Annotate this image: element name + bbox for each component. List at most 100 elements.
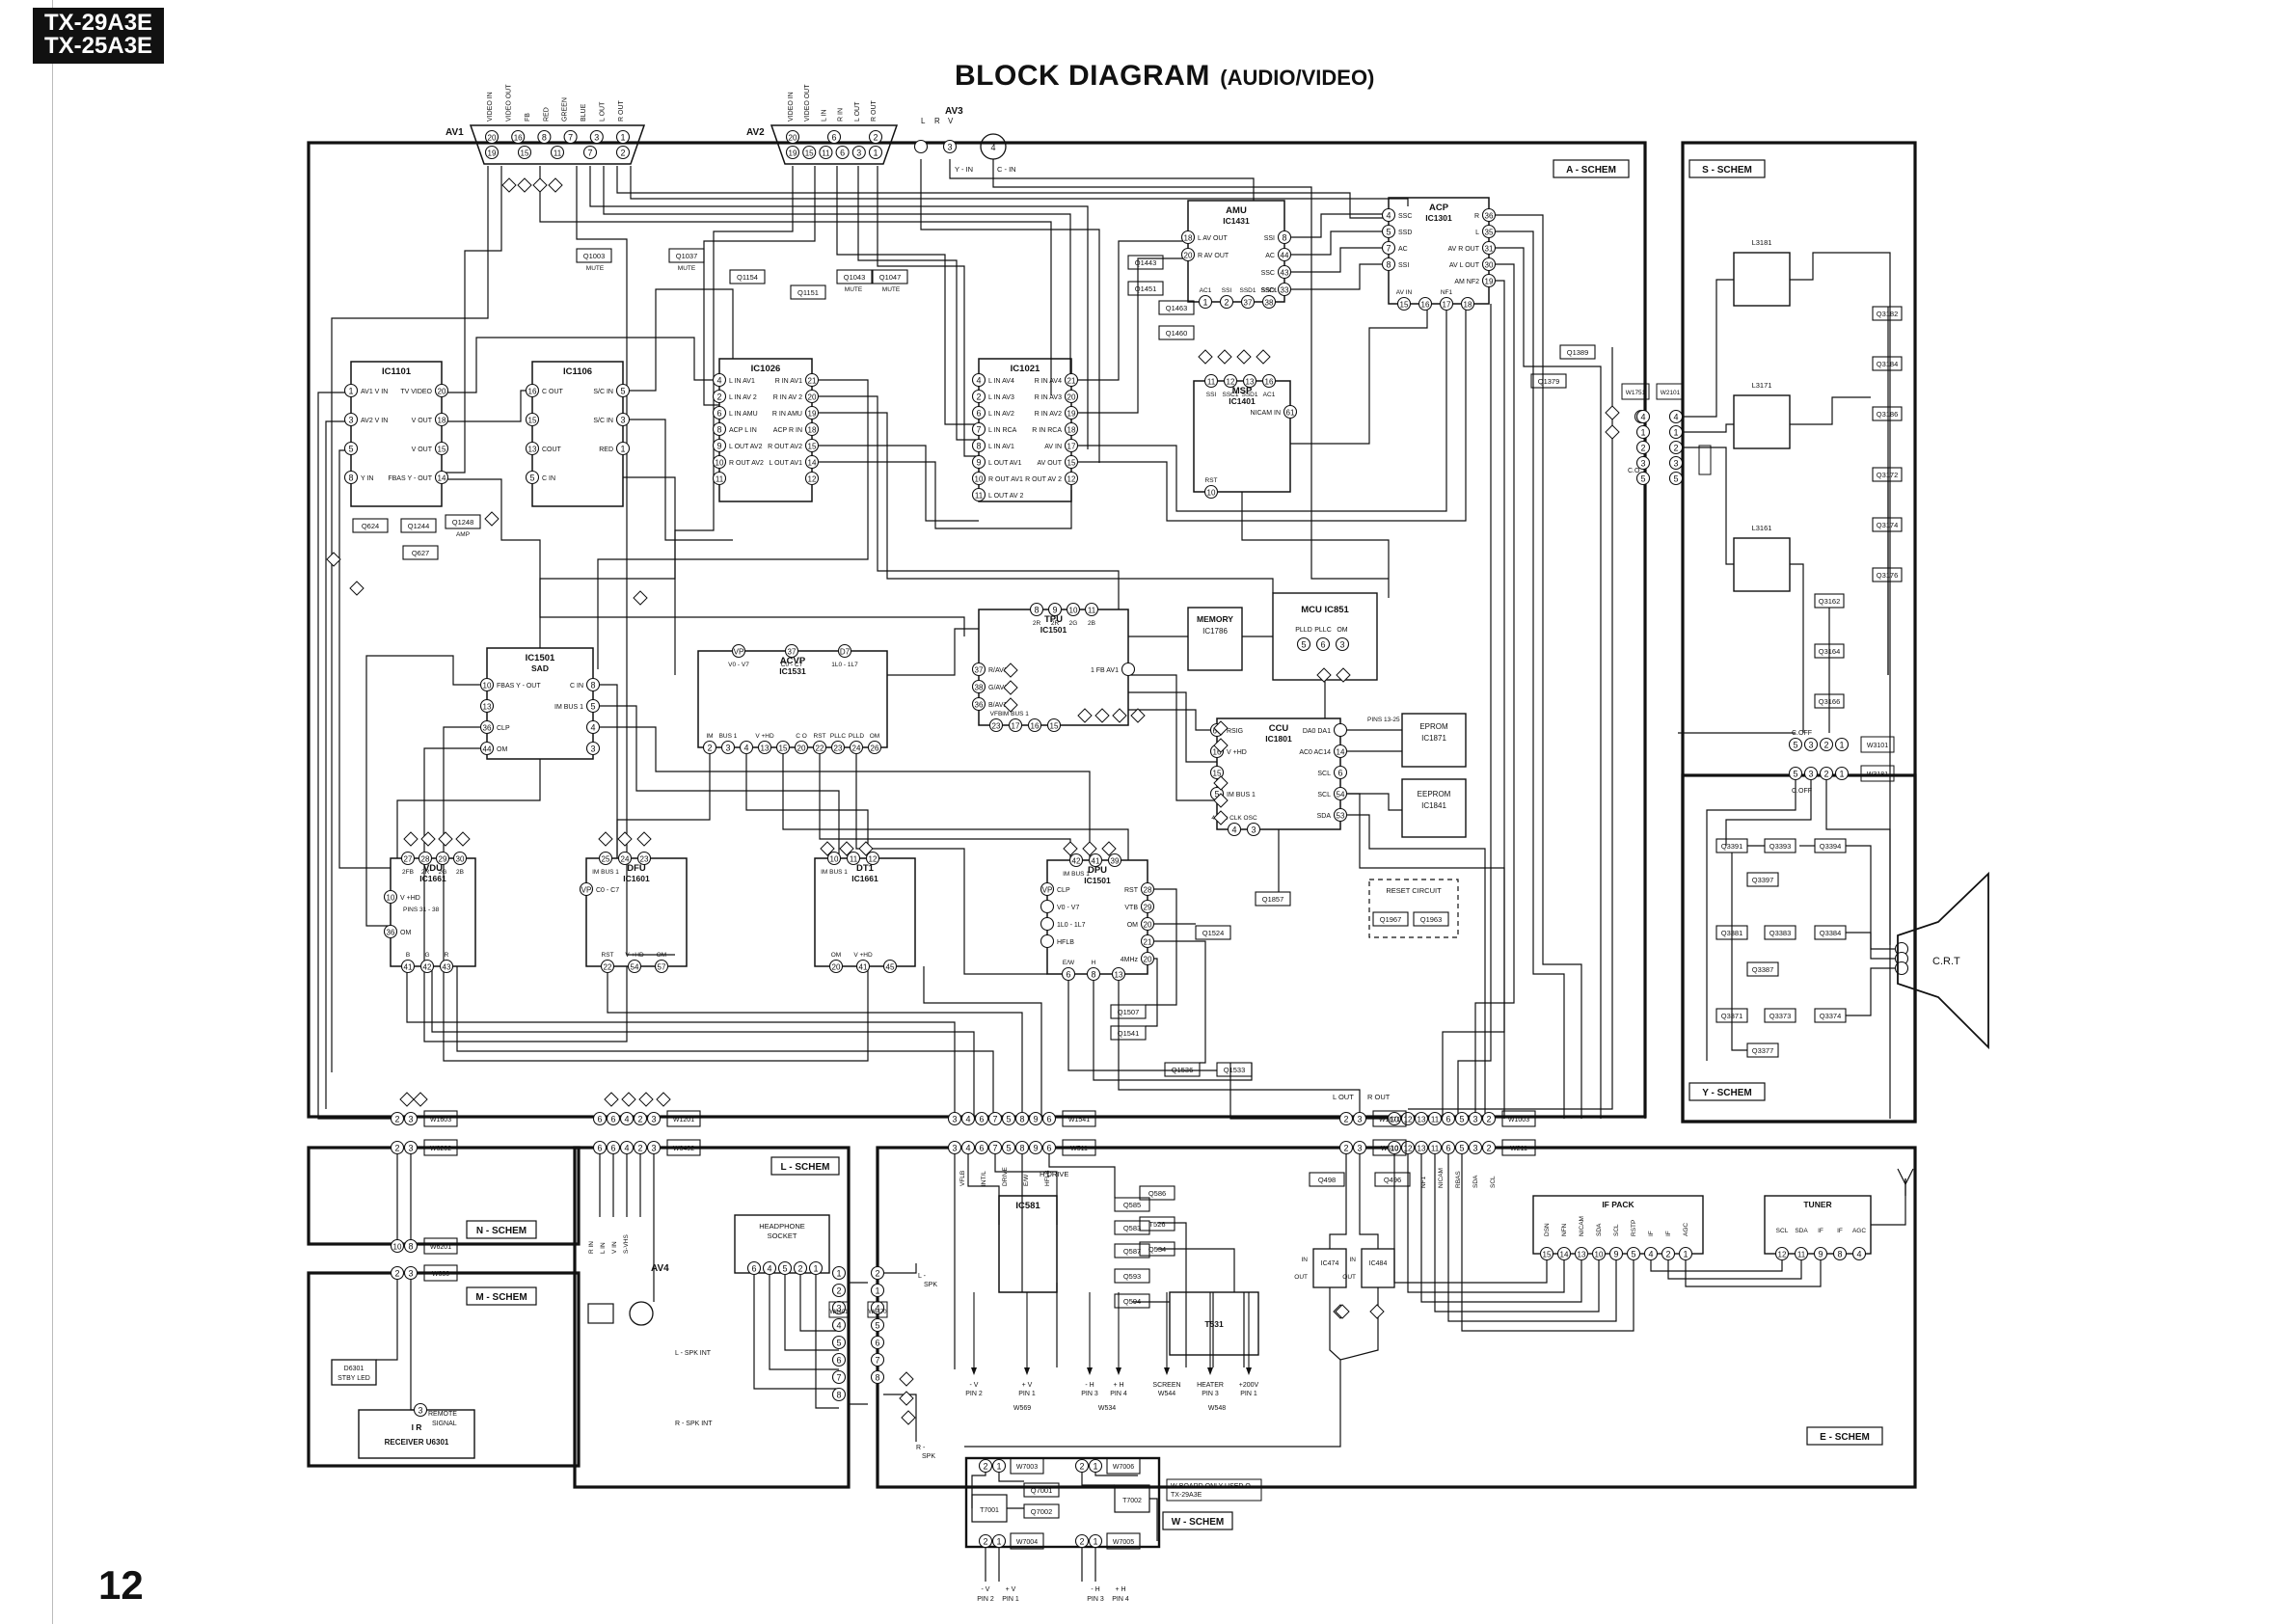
wire (442, 390, 532, 422)
wire (1359, 1148, 1379, 1249)
pin-circle (646, 1111, 662, 1126)
pin-label: TV VIDEO (400, 389, 432, 395)
pin-circle (1668, 440, 1684, 455)
label-text: W3101 (1867, 743, 1888, 749)
pin-number: 29 (1144, 903, 1152, 911)
pin-number: 15 (1400, 300, 1409, 309)
pin-label: L OUT AV1 (988, 460, 1022, 467)
pin-number: 30 (1485, 260, 1494, 269)
transistor-label: Q1244 (408, 522, 430, 530)
pin-circle (712, 471, 727, 486)
transistor-box (1814, 1008, 1847, 1023)
msp-box (1193, 380, 1291, 493)
pin-number: 2 (1673, 443, 1678, 452)
pin-number: 15 (521, 149, 529, 157)
pin-circle (1088, 1533, 1103, 1549)
pin-circle (804, 389, 820, 404)
pin-label: 2R (1033, 620, 1041, 627)
pin-number: 45 (886, 962, 895, 971)
pin-number: 1 (1683, 1249, 1688, 1259)
tpu-part: IC1501 (1040, 625, 1067, 635)
pin-label: AV2 V IN (361, 418, 388, 424)
wire (1157, 1222, 1187, 1292)
wire (616, 747, 711, 858)
supply-pin: PIN 2 (965, 1391, 983, 1397)
pin-number: 13 (1578, 1250, 1586, 1259)
pin-circle (1277, 247, 1292, 262)
pin-circle (1088, 853, 1103, 868)
pin-circle (739, 740, 754, 755)
pin-number: 42 (423, 962, 432, 971)
wire (365, 655, 487, 927)
test-point (1605, 424, 1620, 440)
pin-circle (1028, 1111, 1043, 1126)
connector-label: W630 (432, 1271, 449, 1278)
wire (396, 759, 541, 858)
pin-number: 11 (850, 854, 858, 863)
transistor-label: Q1963 (1420, 915, 1443, 924)
pin-number: 9 (1033, 1143, 1038, 1152)
wire (1118, 974, 1361, 1119)
test-point (1213, 738, 1229, 753)
transistor-label: Q1047 (879, 273, 902, 282)
reset-circuit-box (1368, 879, 1459, 938)
pin-circle (615, 412, 631, 427)
pin-circle (837, 643, 852, 659)
pin-circle (1240, 294, 1256, 310)
pin-number: 19 (1485, 277, 1494, 285)
w-supply-label: - H (1091, 1586, 1099, 1593)
pin-label: RST (1124, 887, 1139, 894)
pin-number: 1 (1640, 427, 1645, 437)
av3-cin: C - IN (997, 165, 1016, 174)
transistor-box (1715, 925, 1748, 940)
pin-number: 13 (761, 744, 770, 752)
transistor-label: Q1379 (1538, 377, 1560, 386)
e-conn-signal: HFLB (1044, 1170, 1051, 1186)
tuner-signal: IF (1818, 1228, 1823, 1234)
pin-number: 37 (975, 665, 984, 674)
av2-socket-signal: L OUT (854, 101, 861, 122)
pin-number: 16 (1031, 721, 1040, 730)
pin-circle (1352, 1140, 1367, 1155)
pin-label: L (1475, 230, 1479, 236)
transistor-box (1114, 1243, 1150, 1259)
transistor-label: Q3394 (1820, 842, 1842, 851)
pin-number: 10 (1069, 606, 1078, 614)
wire (623, 288, 734, 392)
ic1106-box (531, 361, 624, 507)
pin-label: OM (400, 930, 411, 936)
transistor-label: Q583 (1123, 1224, 1141, 1232)
wire (1447, 1148, 1617, 1322)
transistor-box (1746, 872, 1779, 887)
av3-signal: V (948, 117, 954, 125)
diagram-title: BLOCK DIAGRAM (AUDIO/VIDEO) (955, 60, 1374, 93)
pin-circle (978, 1458, 993, 1474)
pin-circle (1064, 454, 1079, 470)
pin-circle (537, 129, 552, 145)
pin-number: 11 (1797, 1250, 1806, 1259)
pin-circle (804, 372, 820, 388)
pin-circle (971, 454, 986, 470)
pin-circle (702, 740, 717, 755)
wire (1048, 1148, 1116, 1198)
pin-label: S/C IN (593, 389, 613, 395)
pin-number: 27 (404, 854, 413, 863)
board-label-box (1688, 159, 1766, 178)
pin-number: 3 (594, 132, 599, 142)
pin-circle (1381, 240, 1396, 256)
transistor-label: Q593 (1123, 1272, 1141, 1281)
pin-label: V0 - V7 (728, 662, 749, 668)
pin-number: 2 (1823, 740, 1828, 749)
pin-number: 41 (859, 962, 868, 971)
pin-label: G (424, 952, 429, 959)
pin-label: AC1 (1263, 392, 1276, 398)
wire (1284, 247, 1389, 273)
w-note-box (1166, 1478, 1262, 1502)
pin-number: 3 (725, 743, 730, 752)
arrow-icon (1207, 1367, 1213, 1375)
pin-number: 3 (1339, 639, 1344, 649)
eprom-pins: PINS 13-25 (1367, 717, 1400, 723)
pin-label: H (1092, 960, 1096, 966)
pin-number: 10 (1207, 488, 1216, 497)
dpu-name: DPU (1088, 865, 1107, 876)
